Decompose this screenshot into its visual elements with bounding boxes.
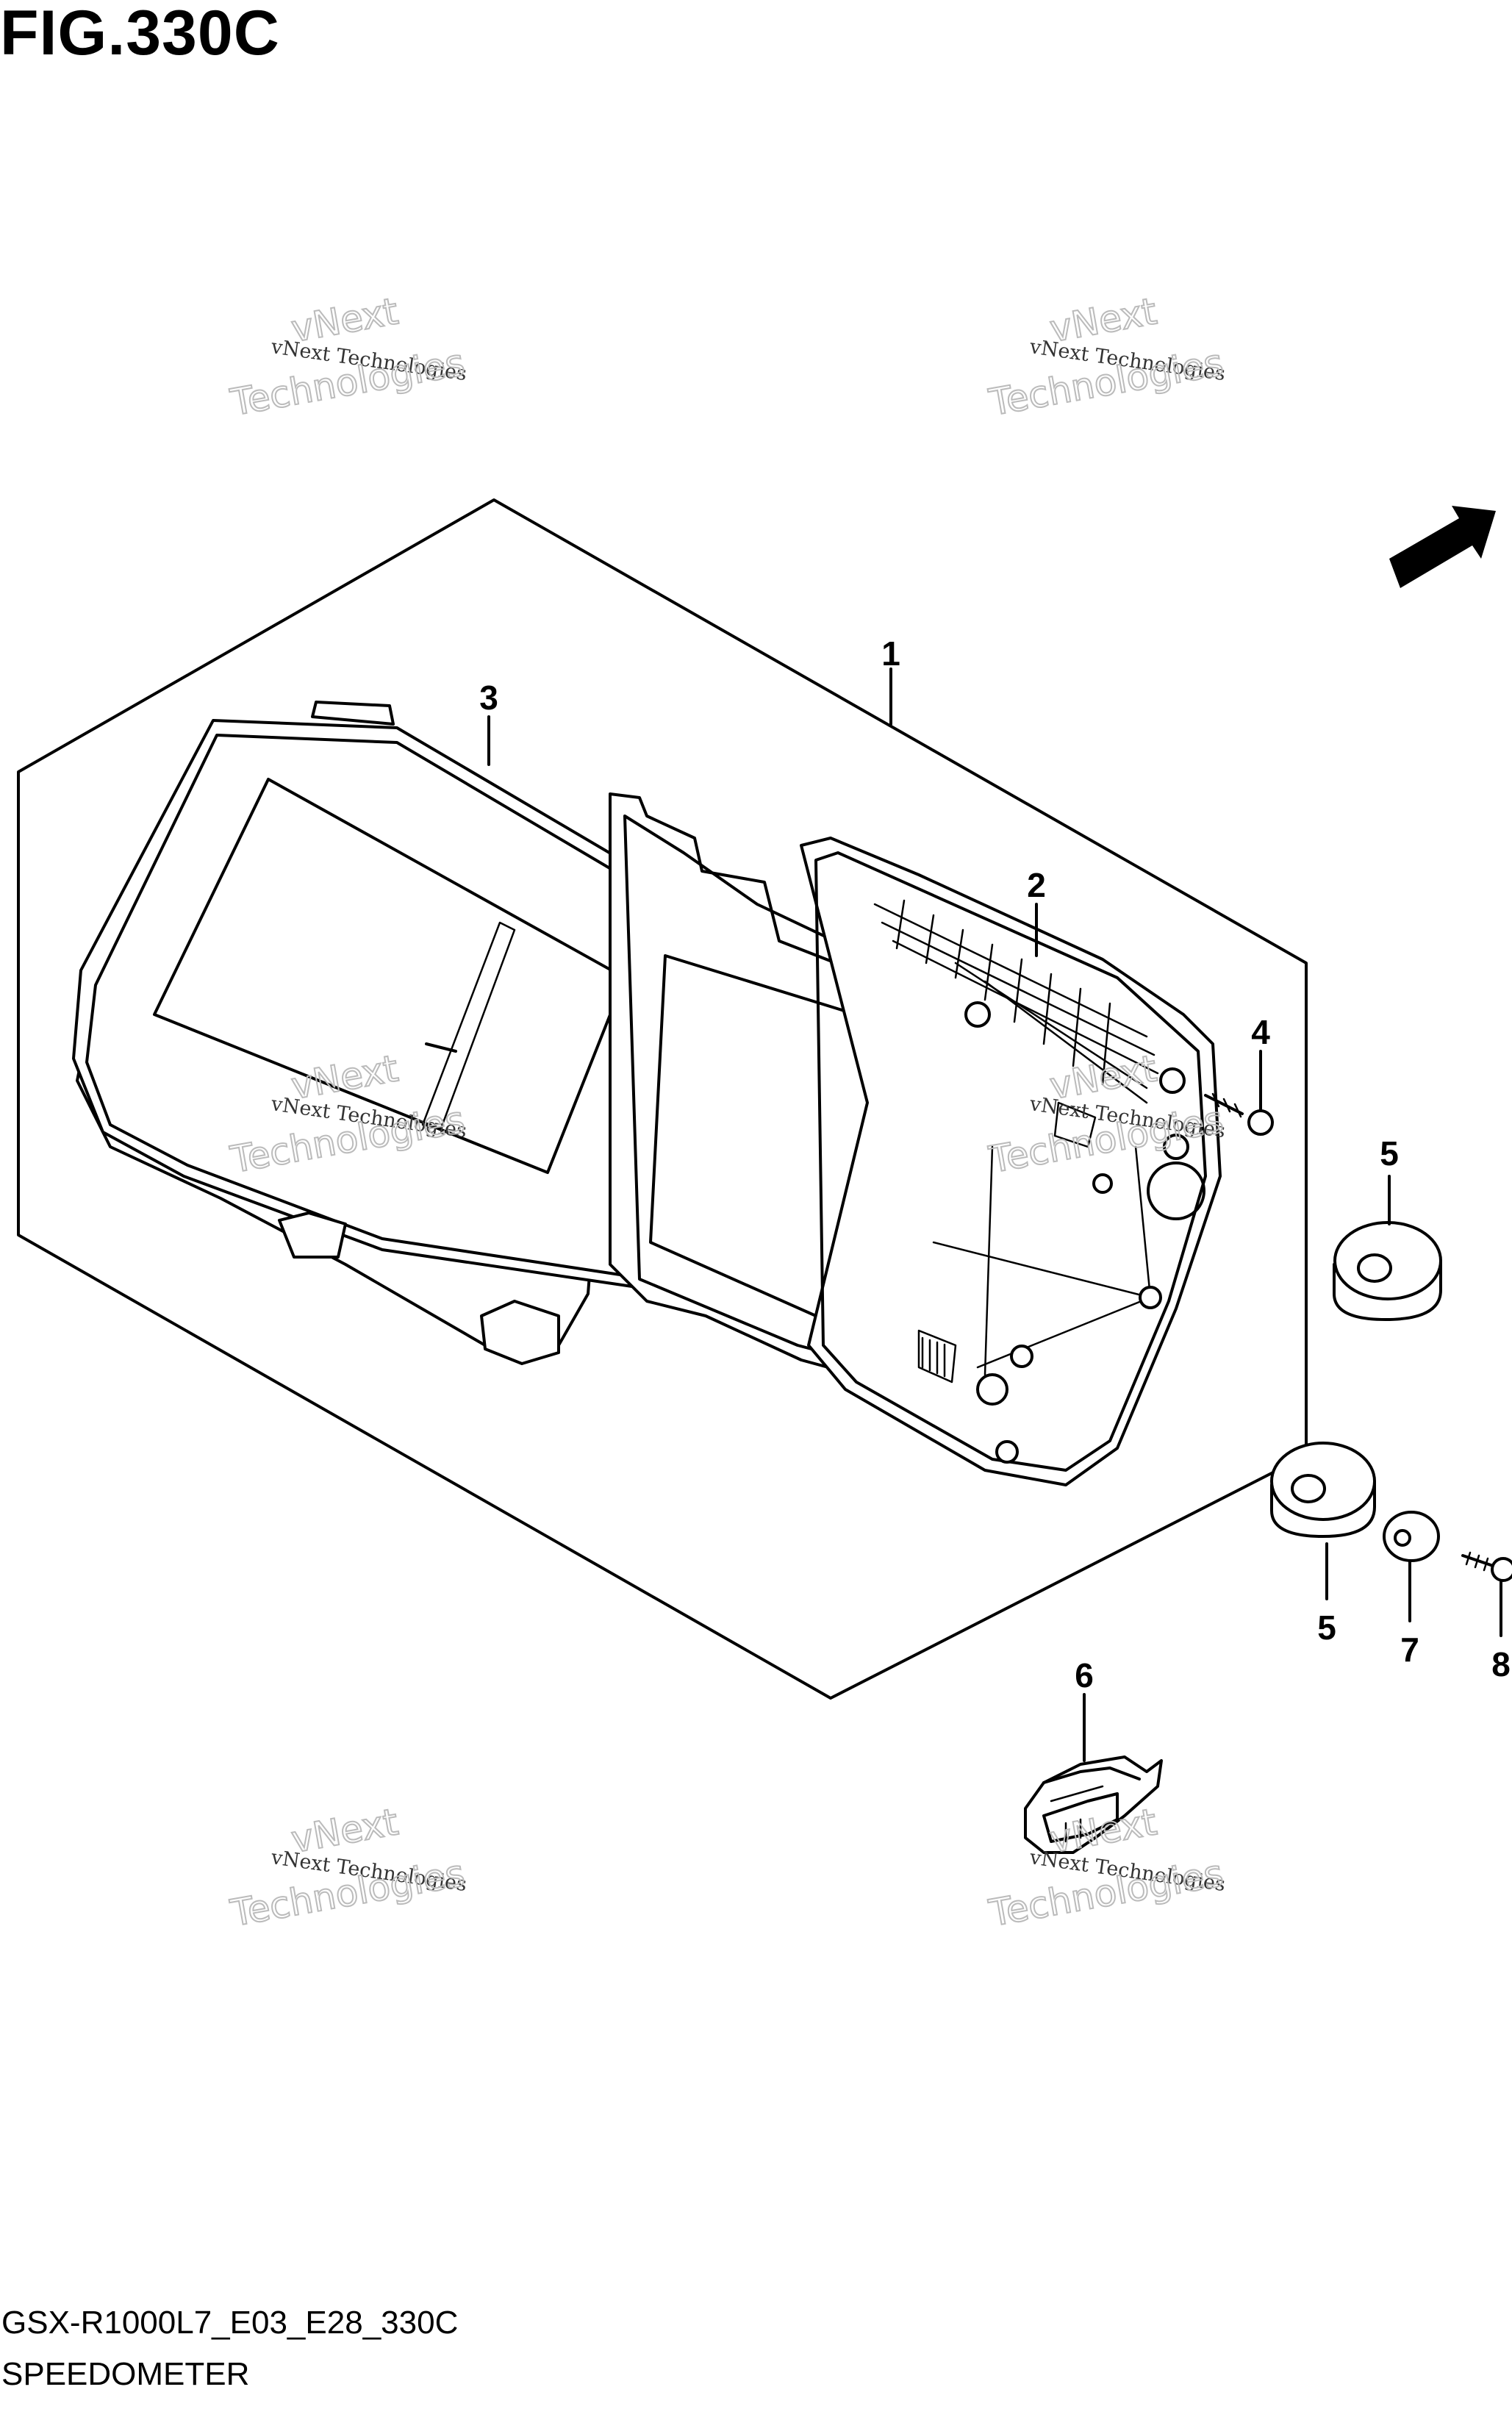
callout-6: 6 (1075, 1656, 1094, 1694)
watermark-bottom-left: vNext Technologies vNext Technologies (226, 1800, 468, 1936)
washer-part-7 (1383, 1511, 1440, 1562)
figure-name: SPEEDOMETER (1, 2356, 250, 2392)
svg-text:vNext: vNext (1047, 290, 1160, 350)
fwd-arrow-icon: FWD (1389, 506, 1496, 612)
screw-part-4 (1204, 1092, 1274, 1136)
screw-part-8 (1461, 1551, 1512, 1582)
rear-case-part (609, 792, 1222, 1486)
figure-title: FIG.330C (0, 0, 280, 68)
figure-code: GSX-R1000L7_E03_E28_330C (1, 2305, 459, 2341)
connector-part-6 (1024, 1755, 1163, 1854)
svg-text:vNext: vNext (288, 1800, 401, 1861)
callout-3: 3 (479, 679, 498, 717)
assembly-boundary (17, 498, 1308, 1700)
leader-lines (487, 667, 1502, 1762)
callout-5-upper: 5 (1380, 1134, 1399, 1173)
callout-2: 2 (1027, 866, 1046, 904)
watermark-bottom-right: vNext Technologies vNext Technologies (985, 1800, 1227, 1936)
rear-case-grid (873, 899, 1159, 1104)
callout-7: 7 (1400, 1631, 1419, 1669)
watermarks: vNext Technologies vNext Technologies vN… (226, 289, 1227, 1936)
grommet-upper-part (1333, 1221, 1442, 1321)
callout-4: 4 (1251, 1013, 1270, 1051)
callout-8: 8 (1491, 1645, 1511, 1683)
watermark-top-right: vNext Technologies vNext Technologies (985, 289, 1227, 425)
callout-labels: 1 2 3 4 5 5 6 7 8 (479, 634, 1511, 1694)
grommet-lower-part (1270, 1442, 1376, 1538)
callout-1: 1 (881, 634, 900, 673)
callout-5-lower: 5 (1317, 1608, 1336, 1647)
svg-text:vNext: vNext (288, 290, 401, 350)
watermark-top-left: vNext Technologies vNext Technologies (226, 289, 468, 425)
